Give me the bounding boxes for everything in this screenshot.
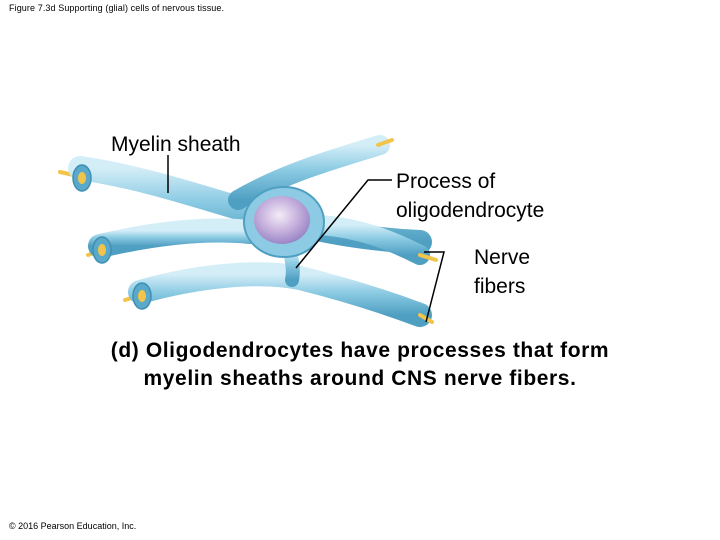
leader-lines	[167, 155, 445, 323]
label-nerve-line1: Nerve	[474, 246, 531, 269]
label-nerve-line2: fibers	[474, 275, 526, 298]
nerve-fiber-bottom	[123, 262, 434, 327]
label-process-line2: oligodendrocyte	[396, 199, 545, 222]
caption-line2: myelin sheaths around CNS nerve fibers.	[143, 367, 577, 390]
nerve-fiber-middle	[86, 215, 438, 265]
oligodendrocyte-cell-body	[243, 186, 325, 258]
copyright-notice: © 2016 Pearson Education, Inc.	[9, 521, 137, 531]
caption-line1: (d) Oligodendrocytes have processes that…	[110, 339, 610, 362]
label-process-of-oligodendrocyte: Process of oligodendrocyte	[396, 167, 544, 225]
figure-title: Figure 7.3d Supporting (glial) cells of …	[9, 3, 225, 13]
label-nerve-fibers: Nerve fibers	[474, 243, 530, 301]
label-myelin-sheath: Myelin sheath	[111, 133, 241, 156]
nerve-fiber-upper-right	[228, 135, 394, 210]
leader-process	[295, 179, 392, 269]
figure-caption: (d) Oligodendrocytes have processes that…	[0, 337, 720, 393]
label-process-line1: Process of	[396, 170, 496, 193]
leader-nerve	[424, 251, 445, 323]
